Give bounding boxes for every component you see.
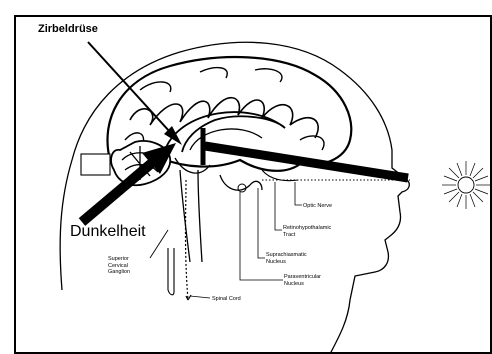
retinohypothalamic-label: Retinohypothalamic Tract — [283, 225, 331, 238]
spinal-cord-leader — [190, 296, 210, 298]
pituitary — [238, 184, 246, 192]
optic-nerve-leader — [295, 182, 302, 205]
brainstem — [180, 170, 202, 262]
ganglion-leader — [150, 230, 168, 258]
suprachiasmatic-leader — [258, 188, 265, 258]
sunburst-icon — [442, 161, 490, 209]
paraventricular-leader — [240, 192, 283, 280]
hypothalamus — [220, 175, 262, 190]
spinal-cord-label: Spinal Cord — [212, 296, 241, 303]
empty-label-box — [81, 154, 110, 175]
suprachiasmatic-label: Suprachiasmatic Nucleus — [266, 252, 307, 265]
ganglion-trunk — [168, 248, 174, 295]
ganglion-label: Superior Cervical Ganglion — [108, 256, 130, 276]
paraventricular-label: Paraventricular Nucleus — [284, 274, 321, 287]
retinohypothalamic-leader — [275, 182, 282, 230]
optic-nerve-label: Optic Nerve — [303, 203, 332, 210]
darkness-label: Dunkelheit — [70, 223, 146, 241]
pineal-gland-label: Zirbeldrüse — [38, 23, 98, 35]
